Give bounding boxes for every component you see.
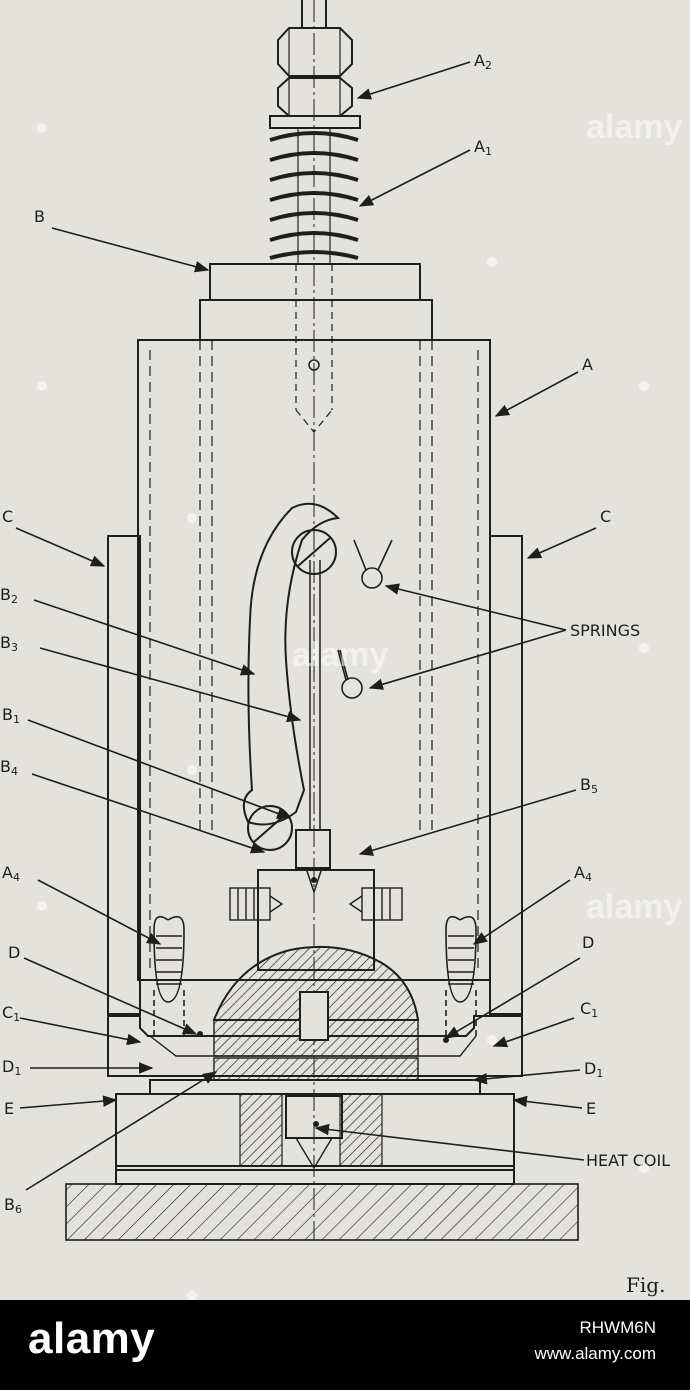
coil-spring-a1 <box>269 131 359 260</box>
contact-b4 <box>229 887 284 921</box>
plunger-b <box>209 263 421 301</box>
label-a: A <box>582 355 593 374</box>
watermark-text: alamy <box>292 636 388 674</box>
side-plate-c-right <box>489 535 523 1015</box>
part-labels: A2 A1 B A C C B2 B3 SPRINGS B1 B4 B5 A4 … <box>0 51 670 1297</box>
coil-spring-a4-right <box>445 915 477 1040</box>
label-c-left: C <box>2 507 13 526</box>
label-b4: B4 <box>0 757 18 778</box>
label-d1-right: D1 <box>584 1059 603 1080</box>
technical-drawing: A2 A1 B A C C B2 B3 SPRINGS B1 B4 B5 A4 … <box>0 0 690 1300</box>
site-url-link[interactable]: www.alamy.com <box>534 1344 656 1363</box>
heat-coil <box>285 1095 343 1139</box>
figure-caption: Fig. <box>626 1273 665 1297</box>
base-e <box>115 1093 515 1171</box>
alamy-logo[interactable]: alamy <box>28 1314 156 1363</box>
stock-footer-bar: alamy RHWM6N www.alamy.com <box>0 1300 690 1390</box>
pivot-screw-upper <box>291 529 337 575</box>
label-c1-left: C1 <box>2 1003 20 1024</box>
label-e-right: E <box>586 1099 596 1118</box>
watermark-overlay: alamy alamy alamy <box>37 108 682 1300</box>
spring-upper <box>353 539 393 589</box>
label-b6: B6 <box>4 1195 22 1216</box>
watermark-text: alamy <box>586 108 682 146</box>
washer <box>269 115 361 129</box>
mounting-base <box>65 1183 579 1241</box>
label-e-left: E <box>4 1099 14 1118</box>
label-b3: B3 <box>0 633 18 654</box>
thermal-dome <box>212 945 420 1021</box>
contact-b5 <box>348 887 403 921</box>
label-d-left: D <box>8 943 20 962</box>
image-id: RHWM6N <box>579 1318 657 1337</box>
label-c1-right: C1 <box>580 999 598 1020</box>
sleeve-b1 <box>295 829 331 869</box>
label-b5: B5 <box>580 775 598 796</box>
side-plate-c-left <box>107 535 141 1015</box>
label-springs: SPRINGS <box>570 621 640 640</box>
label-c-right: C <box>600 507 611 526</box>
relay-cross-section-diagram: A2 A1 B A C C B2 B3 SPRINGS B1 B4 B5 A4 … <box>0 0 682 1300</box>
label-a1: A1 <box>474 137 492 158</box>
label-b: B <box>34 207 45 226</box>
label-heat-coil: HEAT COIL <box>586 1151 670 1170</box>
upper-nut <box>277 27 353 77</box>
watermark-text: alamy <box>586 888 682 926</box>
label-d1-left: D1 <box>2 1057 21 1078</box>
label-a2: A2 <box>474 51 492 72</box>
pivot-screw-lower <box>247 805 293 851</box>
label-d-right: D <box>582 933 594 952</box>
lower-nut <box>277 77 353 117</box>
label-b1: B1 <box>2 705 20 726</box>
label-b2: B2 <box>0 585 18 606</box>
label-a4-left: A4 <box>2 863 20 884</box>
label-a4-right: A4 <box>574 863 592 884</box>
spring-lower <box>337 649 363 699</box>
